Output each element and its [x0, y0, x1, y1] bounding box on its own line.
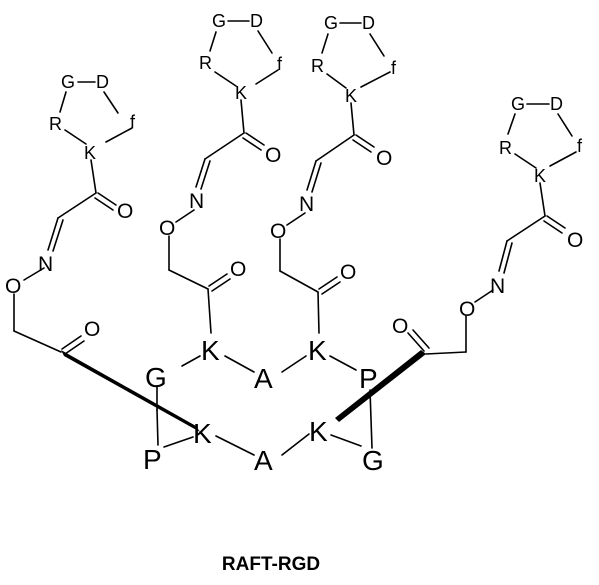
- branch-4-residue-k: K: [534, 166, 546, 186]
- raft-scaffold-bonds: [156, 355, 373, 456]
- branch-3-oxime-nitrogen: N: [299, 193, 314, 216]
- bond-lines: [13, 20, 577, 456]
- branch-1-residue-f: f: [130, 112, 136, 132]
- branch-1-amide-oxygen: O: [84, 318, 100, 341]
- branch-1-oxime-nitrogen: N: [38, 253, 53, 276]
- branch-2-oxime-oxygen: O: [159, 217, 175, 240]
- branch-4-residue-d: D: [550, 94, 563, 114]
- branch-4-labels: G D f K R O N O O: [392, 94, 583, 338]
- branch-1-oxime-oxygen: O: [5, 275, 21, 298]
- branch-4-oxime-oxygen: O: [459, 298, 475, 321]
- molecule-name-caption: RAFT-RGD: [222, 554, 320, 575]
- raft-lower-p: P: [143, 444, 162, 475]
- branch-2-ketone-oxygen: O: [265, 144, 281, 167]
- branch-1-residue-k: K: [84, 143, 96, 163]
- branch-2-residue-g: G: [212, 11, 226, 31]
- branch-1-residue-r: R: [49, 114, 62, 134]
- branch-2-residue-r: R: [199, 53, 212, 73]
- raft-upper-k-left: K: [201, 335, 220, 366]
- branch-2-labels: G D f K R O N O O: [159, 11, 283, 281]
- branch-4-residue-f: f: [577, 136, 583, 156]
- branch-3-labels: G D f K R O N O O: [270, 13, 397, 284]
- branch-3-residue-f: f: [391, 58, 397, 78]
- branch-1-residue-d: D: [96, 72, 109, 92]
- branch-1-residue-g: G: [61, 72, 75, 92]
- branch-4-residue-r: R: [499, 138, 512, 158]
- branch-4-bonds: [407, 103, 577, 355]
- branch-4-ketone-oxygen: O: [567, 229, 583, 252]
- branch-4-amide-oxygen: O: [392, 315, 408, 338]
- raft-scaffold-labels: G K A K P P K A K G: [143, 335, 384, 476]
- branch-3-bonds: [279, 22, 391, 334]
- branch-4-oxime-nitrogen: N: [490, 275, 505, 298]
- branch-1-labels: G D f K R O N O O: [5, 72, 136, 341]
- branch-2-residue-k: K: [235, 83, 247, 103]
- branch-2-residue-f: f: [277, 54, 283, 74]
- branch-1-ketone-oxygen: O: [117, 200, 133, 223]
- branch-3-residue-g: G: [324, 13, 338, 33]
- raft-lower-k-left: K: [193, 418, 212, 449]
- branch-3-residue-k: K: [345, 86, 357, 106]
- raft-lower-a: A: [254, 445, 273, 476]
- raft-upper-k-right: K: [308, 335, 327, 366]
- raft-lower-g: G: [362, 445, 384, 476]
- branch-3-oxime-oxygen: O: [270, 220, 286, 243]
- branch-2-amide-oxygen: O: [230, 258, 246, 281]
- branch-2-oxime-nitrogen: N: [189, 190, 204, 213]
- raft-upper-a: A: [254, 363, 273, 394]
- raft-upper-g: G: [145, 362, 167, 393]
- branch-3-residue-r: R: [311, 56, 324, 76]
- branch-3-residue-d: D: [362, 13, 375, 33]
- branch-2-residue-d: D: [250, 11, 263, 31]
- wedge-bonds: [61, 350, 426, 432]
- branch-3-ketone-oxygen: O: [376, 147, 392, 170]
- branch-1-bonds: [13, 81, 133, 355]
- raft-lower-k-right: K: [309, 416, 328, 447]
- branch-4-residue-g: G: [511, 94, 525, 114]
- raft-upper-p: P: [359, 363, 378, 394]
- branch-2-bonds: [168, 20, 279, 334]
- branch-3-amide-oxygen: O: [340, 261, 356, 284]
